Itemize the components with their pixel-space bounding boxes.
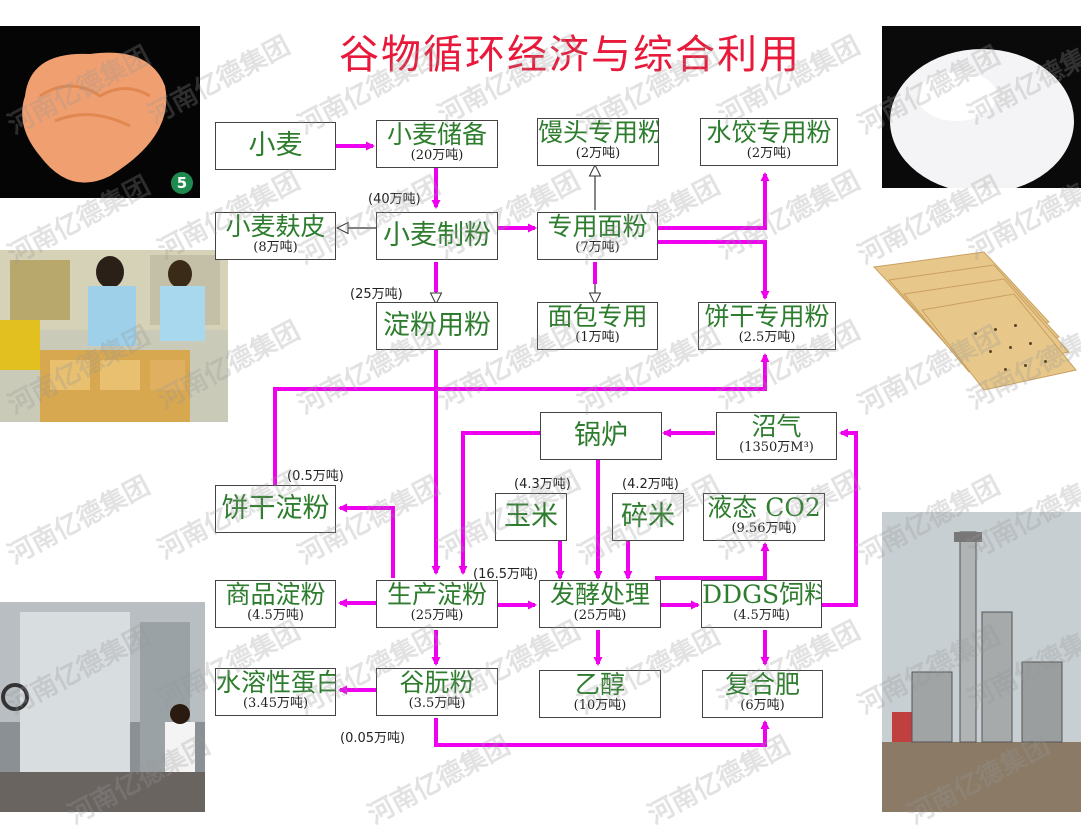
- node-quantity: (2万吨): [746, 146, 792, 161]
- annotation-0-5: (0.5万吨): [287, 469, 344, 484]
- node-label: 小麦: [248, 130, 303, 161]
- node-quantity: (20万吨): [410, 148, 464, 163]
- node-zhifen: 小麦制粉: [376, 212, 498, 260]
- annotation-40: (40万吨): [368, 192, 421, 207]
- distillation-tower-photo: [882, 512, 1081, 812]
- annotation-16-5: (16.5万吨): [473, 567, 539, 582]
- node-yichun: 乙醇 (10万吨): [539, 670, 661, 718]
- node-quantity: (4.5万吨): [247, 608, 304, 623]
- node-quantity: (6万吨): [740, 698, 785, 713]
- node-quantity: (3.5万吨): [408, 696, 466, 711]
- node-shengchan: 生产淀粉 (25万吨): [376, 580, 498, 628]
- dumpling-photo: 5: [0, 26, 200, 198]
- node-quantity: (25万吨): [573, 608, 627, 623]
- node-label: DDGS饲料: [702, 580, 822, 609]
- node-mianbao: 面包专用 (1万吨): [537, 302, 658, 350]
- crackers-photo: [864, 232, 1081, 404]
- node-label: 液态 CO2: [707, 493, 821, 522]
- node-label: 乙醇: [574, 670, 625, 699]
- node-quantity: (8万吨): [253, 240, 298, 255]
- node-zhaoqi: 沼气 (1350万M³): [716, 412, 837, 460]
- node-gufan: 谷朊粉 (3.5万吨): [376, 668, 498, 716]
- node-yumi: 玉米: [495, 493, 567, 541]
- annotation-4-2: (4.2万吨): [622, 477, 679, 492]
- node-label: 玉米: [504, 501, 558, 532]
- node-label: 谷朊粉: [399, 668, 475, 697]
- node-xiaomai: 小麦: [215, 122, 336, 170]
- node-quantity: (2万吨): [575, 146, 621, 161]
- node-label: 馒头专用粉: [538, 118, 659, 147]
- badge-number: 5: [171, 172, 193, 194]
- node-label: 淀粉用粉: [383, 310, 491, 341]
- node-label: 面包专用: [547, 302, 648, 331]
- node-label: 发酵处理: [549, 580, 650, 609]
- node-quantity: (2.5万吨): [738, 330, 796, 345]
- node-label: 复合肥: [724, 670, 800, 699]
- annotation-0-05: (0.05万吨): [340, 731, 406, 746]
- node-quantity: (1350万M³): [739, 440, 814, 455]
- node-label: 沼气: [751, 412, 802, 441]
- node-label: 小麦制粉: [383, 220, 491, 251]
- node-quantity: (4.5万吨): [733, 608, 790, 623]
- page-title: 谷物循环经济与综合利用: [339, 32, 801, 78]
- node-binggan-zy: 饼干专用粉 (2.5万吨): [698, 302, 836, 350]
- node-fuhefei: 复合肥 (6万吨): [702, 670, 823, 718]
- steamed-bun-photo: [882, 26, 1081, 188]
- node-shuijiao: 水饺专用粉 (2万吨): [700, 118, 838, 166]
- node-quantity: (7万吨): [575, 240, 620, 255]
- node-quantity: (1万吨): [575, 330, 620, 345]
- node-xiaomai-chubei: 小麦储备 (20万吨): [376, 120, 498, 168]
- node-quantity: (9.56万吨): [731, 521, 797, 536]
- node-zhuanyong: 专用面粉 (7万吨): [537, 212, 658, 260]
- node-label: 小麦麸皮: [225, 212, 326, 241]
- node-label: 专用面粉: [547, 212, 648, 241]
- node-label: 商品淀粉: [225, 580, 326, 609]
- factory-workers-photo: [0, 250, 228, 422]
- node-mantou: 馒头专用粉 (2万吨): [537, 118, 659, 166]
- annotation-25: (25万吨): [350, 287, 403, 302]
- node-quantity: (25万吨): [410, 608, 464, 623]
- node-quantity: (3.45万吨): [242, 696, 309, 711]
- node-label: 饼干淀粉: [221, 493, 330, 524]
- node-shangpin: 商品淀粉 (4.5万吨): [215, 580, 336, 628]
- node-fupi: 小麦麸皮 (8万吨): [215, 212, 336, 260]
- node-label: 碎米: [621, 501, 675, 532]
- dryer-equipment-photo: [0, 602, 205, 812]
- flow-arrows: [273, 141, 858, 747]
- node-dianfen-yong: 淀粉用粉: [376, 302, 498, 350]
- node-binggan-df: 饼干淀粉: [215, 485, 336, 533]
- node-danbai: 水溶性蛋白 (3.45万吨): [215, 668, 336, 716]
- node-guolu: 锅炉: [540, 412, 662, 460]
- node-fajiao: 发酵处理 (25万吨): [539, 580, 661, 628]
- node-quantity: (10万吨): [573, 698, 627, 713]
- annotation-4-3: (4.3万吨): [514, 477, 571, 492]
- node-label: 饼干专用粉: [704, 302, 830, 331]
- node-label: 水溶性蛋白: [216, 668, 336, 697]
- node-ddgs: DDGS饲料 (4.5万吨): [701, 580, 822, 628]
- node-label: 小麦储备: [386, 120, 487, 149]
- node-label: 锅炉: [574, 420, 628, 451]
- node-label: 生产淀粉: [386, 580, 487, 609]
- node-label: 水饺专用粉: [706, 118, 832, 147]
- node-suimi: 碎米: [612, 493, 684, 541]
- node-co2: 液态 CO2 (9.56万吨): [703, 493, 825, 541]
